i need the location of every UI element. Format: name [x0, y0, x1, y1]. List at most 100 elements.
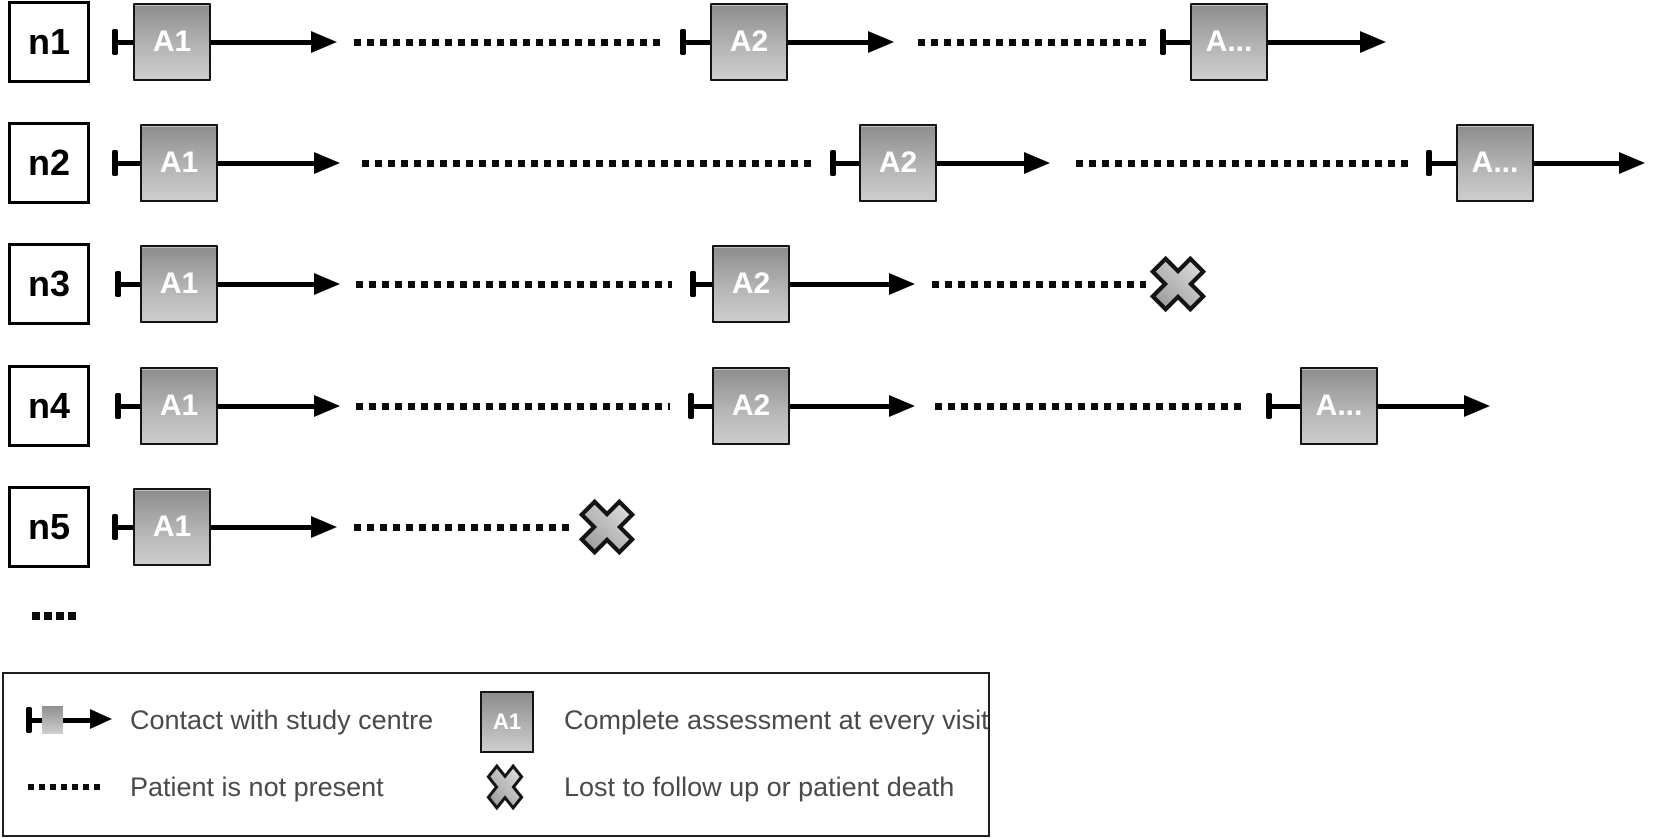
tick-mark	[112, 150, 118, 176]
contact-arrow-icon	[26, 705, 126, 735]
assessment-box: A2	[859, 124, 937, 202]
continuation-dots	[32, 612, 40, 620]
dotted-line	[356, 281, 672, 288]
arrowhead-icon	[311, 31, 337, 53]
assessment-box: A2	[712, 245, 790, 323]
arrowhead-icon	[314, 273, 340, 295]
line	[112, 525, 143, 530]
tick-mark	[690, 271, 696, 297]
tick-mark	[1160, 29, 1166, 55]
dotted-line	[354, 39, 660, 46]
arrow-line	[211, 525, 313, 530]
assessment-box: A1	[140, 124, 218, 202]
assessment-box-icon: A1	[480, 691, 534, 753]
arrowhead-icon	[314, 152, 340, 174]
arrow-line	[790, 282, 891, 287]
dotted-line	[362, 160, 812, 167]
assessment-label: A1	[159, 146, 199, 179]
assessment-box: A...	[1300, 367, 1378, 445]
dotted-line	[1076, 160, 1408, 167]
legend-label-lost: Lost to follow up or patient death	[564, 772, 955, 802]
arrowhead-icon	[311, 516, 337, 538]
arrowhead-icon	[90, 709, 112, 729]
arrow-line	[1378, 404, 1466, 409]
legend: Contact with study centre A1 Complete as…	[2, 672, 990, 837]
arrow-line	[211, 40, 313, 45]
arrowhead-icon	[1619, 152, 1645, 174]
patient-label: n4	[27, 385, 70, 426]
dotted-line	[354, 524, 574, 531]
assessment-label: A1	[159, 389, 199, 422]
arrowhead-icon	[1360, 31, 1386, 53]
legend-label-not-present: Patient is not present	[130, 772, 384, 802]
line	[1266, 404, 1310, 409]
patient-box-n1: n1	[8, 1, 90, 83]
tick-mark	[1426, 150, 1432, 176]
dotted-line	[932, 281, 1146, 288]
arrowhead-icon	[314, 395, 340, 417]
legend-label-contact: Contact with study centre	[130, 705, 434, 735]
assessment-box: A...	[1456, 124, 1534, 202]
line	[1160, 40, 1200, 45]
legend-label-assessment: Complete assessment at every visit	[564, 705, 989, 735]
tick-mark	[1266, 393, 1272, 419]
assessment-label: A1	[152, 25, 192, 58]
assessment-label: A...	[1471, 146, 1519, 179]
lost-to-follow-up-icon	[572, 492, 642, 562]
patient-box-n5: n5	[8, 486, 90, 568]
tick-mark	[26, 707, 32, 733]
assessment-box: A2	[710, 3, 788, 81]
arrowhead-icon	[1464, 395, 1490, 417]
dotted-line	[356, 403, 670, 410]
patient-box-n4: n4	[8, 365, 90, 447]
lost-to-follow-up-icon	[1143, 249, 1213, 319]
continuation-dots	[44, 612, 52, 620]
arrow-line	[218, 161, 316, 166]
tick-mark	[680, 29, 686, 55]
line	[690, 282, 722, 287]
assessment-label: A...	[1315, 389, 1363, 422]
assessment-box: A1	[140, 367, 218, 445]
arrow-line	[1534, 161, 1621, 166]
line	[1426, 161, 1466, 166]
line	[112, 40, 143, 45]
line	[115, 404, 150, 409]
arrow-line	[937, 161, 1026, 166]
arrow-line	[790, 404, 891, 409]
patient-box-n3: n3	[8, 243, 90, 325]
lost-to-follow-up-icon	[482, 758, 528, 816]
tick-mark	[112, 29, 118, 55]
assessment-box: A2	[712, 367, 790, 445]
arrowhead-icon	[1024, 152, 1050, 174]
dotted-line	[935, 403, 1246, 410]
arrow-line	[788, 40, 870, 45]
assessment-label: A2	[878, 146, 918, 179]
patient-box-n2: n2	[8, 122, 90, 204]
patient-label: n1	[27, 21, 70, 62]
assessment-label: A1	[159, 267, 199, 300]
assessment-label: A...	[1205, 25, 1253, 58]
tick-mark	[115, 393, 121, 419]
assessment-box: A1	[133, 3, 211, 81]
assessment-label: A1	[152, 510, 192, 543]
arrowhead-icon	[889, 395, 915, 417]
line	[680, 40, 720, 45]
dotted-line	[918, 39, 1147, 46]
line	[688, 404, 722, 409]
arrow-line	[1268, 40, 1362, 45]
assessment-label: A2	[729, 25, 769, 58]
assessment-box: A1	[133, 488, 211, 566]
arrowhead-icon	[889, 273, 915, 295]
assessment-label: A2	[731, 267, 771, 300]
tick-mark	[830, 150, 836, 176]
arrowhead-icon	[868, 31, 894, 53]
assessment-box-label: A1	[492, 709, 522, 734]
assessment-box: A...	[1190, 3, 1268, 81]
tick-mark	[115, 271, 121, 297]
assessment-label: A2	[731, 389, 771, 422]
patient-label: n5	[27, 506, 70, 547]
assessment-box: A1	[140, 245, 218, 323]
tick-mark	[688, 393, 694, 419]
continuation-dots	[56, 612, 64, 620]
